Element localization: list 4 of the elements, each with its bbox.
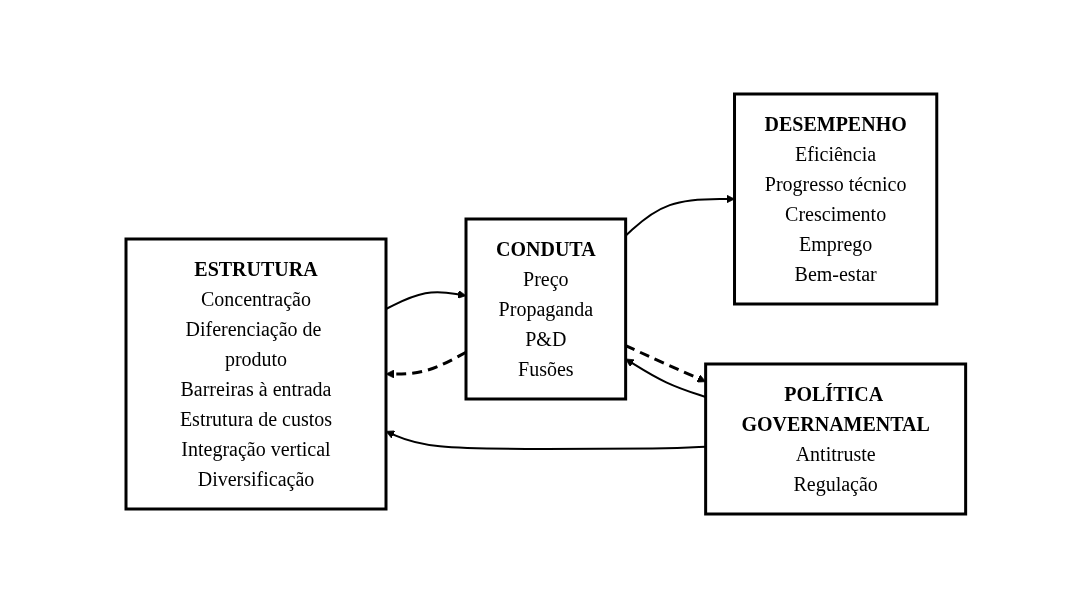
node-box: POLÍTICA GOVERNAMENTAL Antitruste Regulação [703, 362, 967, 515]
node-box: ESTRUTURA Concentração Diferenciação de produto Barreiras à entrada Estrutura de custos Integração vertical Diversificação [124, 237, 388, 510]
node-box: DESEMPENHO Eficiência Progresso técnico Crescimento Emprego Bem-estar [732, 92, 938, 305]
node-box: CONDUTA Preço Propaganda P&D Fusões [464, 217, 627, 400]
